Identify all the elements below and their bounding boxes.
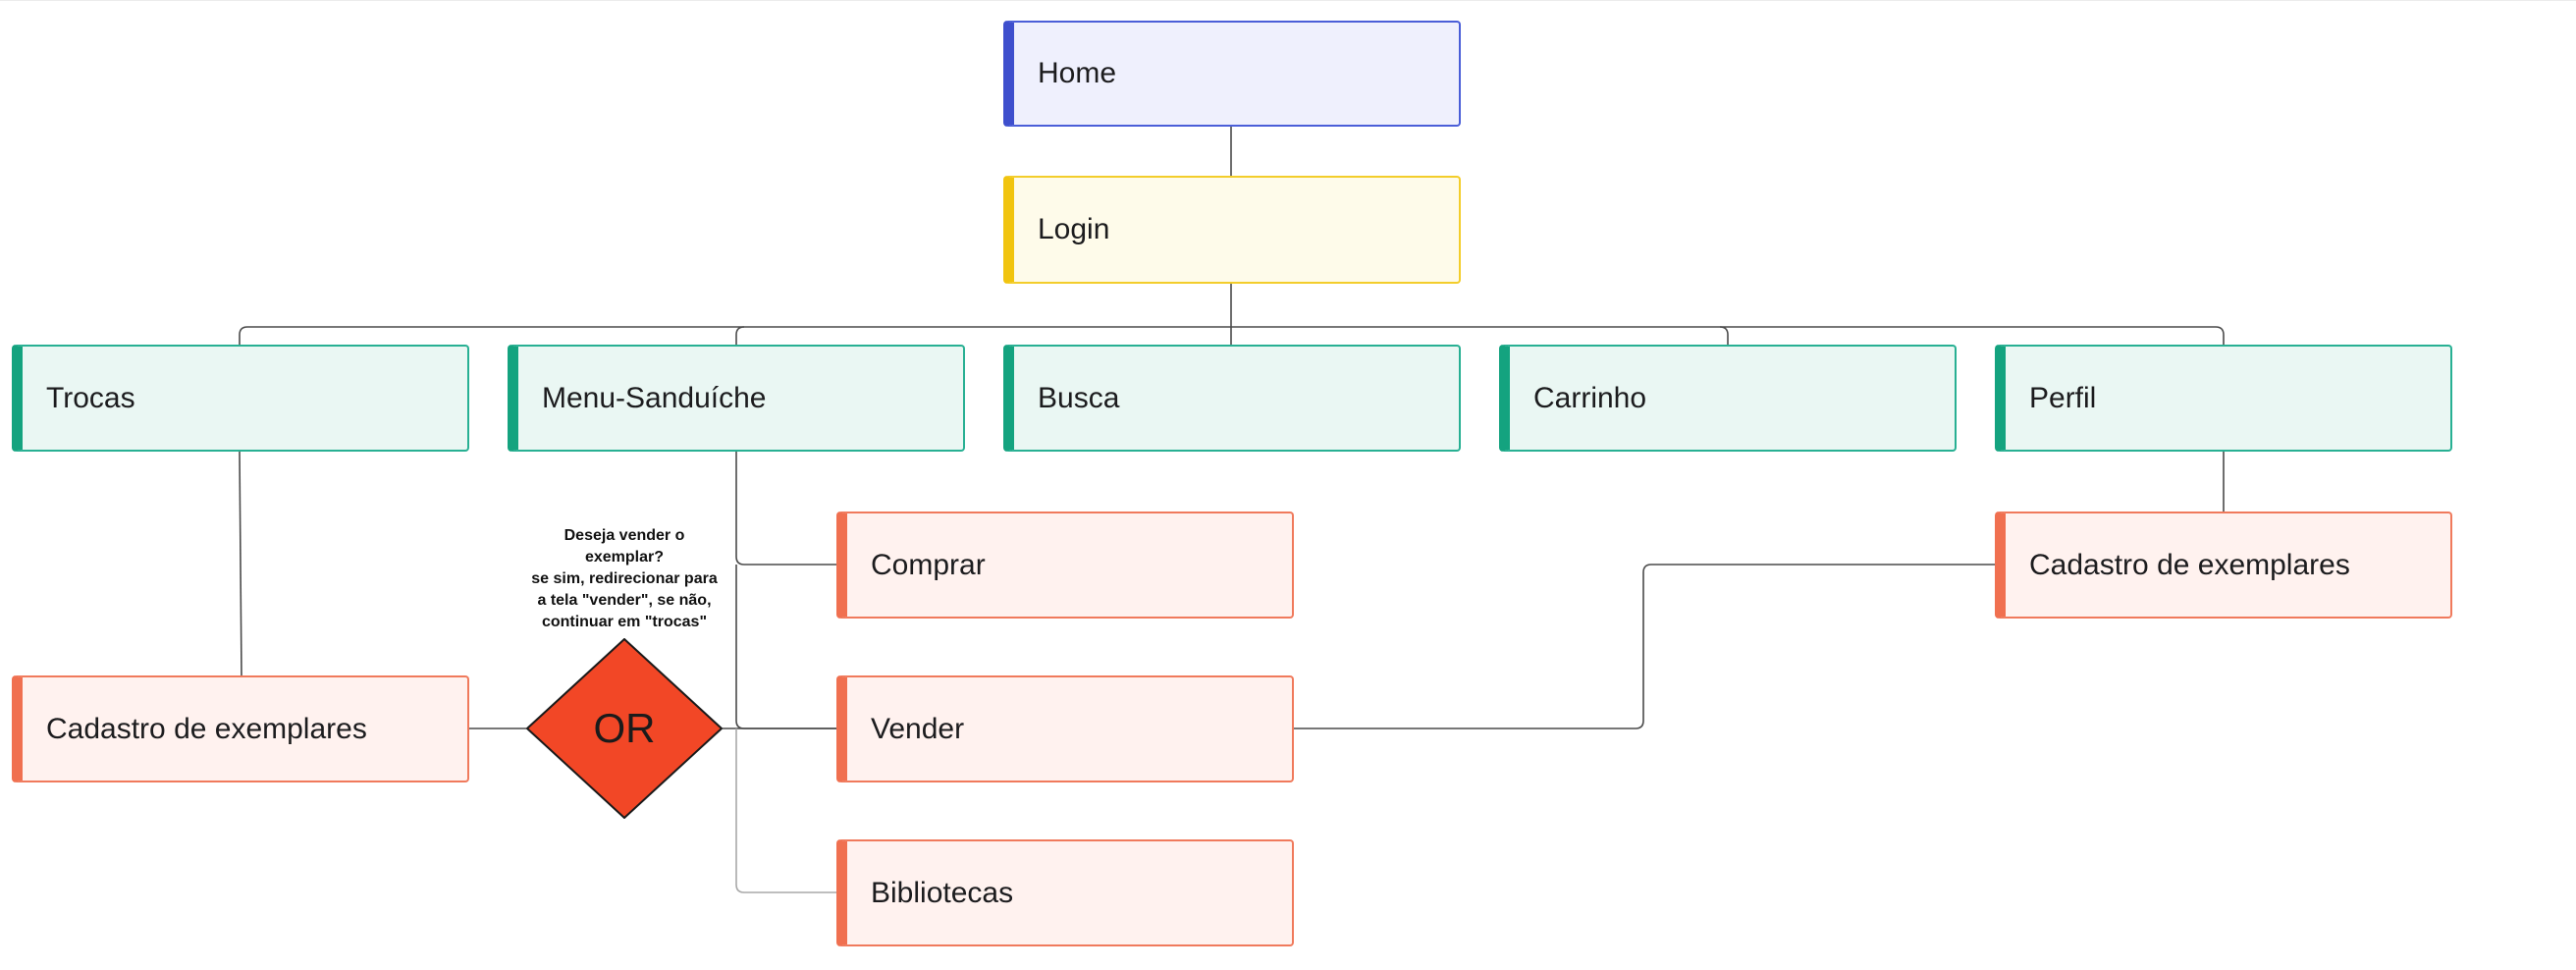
node-login-label: Login: [1038, 213, 1110, 245]
node-login[interactable]: Login: [1003, 176, 1461, 284]
decision-note-line: se sim, redirecionar para: [531, 570, 718, 587]
node-carrinho[interactable]: Carrinho: [1499, 345, 1957, 452]
node-busca-label: Busca: [1038, 381, 1120, 414]
node-home[interactable]: Home: [1003, 21, 1461, 127]
decision-note: Deseja vender o exemplar? se sim, redire…: [505, 525, 744, 633]
node-cadastro-perfil[interactable]: Cadastro de exemplares: [1995, 512, 2452, 619]
connector-menu-vender: [735, 565, 836, 729]
connector-menu-comprar: [735, 452, 836, 566]
node-cadastro-trocas[interactable]: Cadastro de exemplares: [12, 675, 469, 782]
node-bibliotecas[interactable]: Bibliotecas: [836, 839, 1294, 946]
node-carrinho-label: Carrinho: [1533, 381, 1647, 414]
node-comprar-label: Comprar: [871, 548, 986, 581]
node-menu-sanduiche[interactable]: Menu-Sanduíche: [508, 345, 965, 452]
decision-or-label: OR: [593, 705, 656, 751]
node-comprar[interactable]: Comprar: [836, 512, 1294, 619]
connector-menu-bibliotecas: [735, 728, 836, 893]
node-cadastro-perfil-label: Cadastro de exemplares: [2029, 548, 2350, 581]
decision-note-line: a tela "vender", se não,: [537, 592, 712, 609]
connector-trocas-cadastro: [239, 451, 242, 676]
node-vender[interactable]: Vender: [836, 675, 1294, 782]
decision-note-line: Deseja vender o: [564, 527, 685, 544]
node-trocas-label: Trocas: [46, 381, 135, 414]
decision-or-node[interactable]: OR: [526, 638, 723, 819]
node-menu-sanduiche-label: Menu-Sanduíche: [542, 381, 767, 414]
node-perfil-label: Perfil: [2029, 381, 2097, 414]
node-bibliotecas-label: Bibliotecas: [871, 876, 1014, 909]
decision-diamond-shape: [526, 638, 723, 819]
node-trocas[interactable]: Trocas: [12, 345, 469, 452]
node-busca[interactable]: Busca: [1003, 345, 1461, 452]
connector-vender-cadastro: [1294, 564, 1998, 729]
decision-note-line: exemplar?: [584, 549, 665, 566]
connector-bus-menu: [735, 326, 745, 345]
node-vender-label: Vender: [871, 712, 965, 745]
connector-bus-carrinho: [1719, 326, 1729, 345]
decision-note-line: continuar em "trocas": [541, 614, 708, 630]
node-cadastro-trocas-label: Cadastro de exemplares: [46, 712, 367, 745]
node-home-label: Home: [1038, 57, 1117, 89]
node-perfil[interactable]: Perfil: [1995, 345, 2452, 452]
